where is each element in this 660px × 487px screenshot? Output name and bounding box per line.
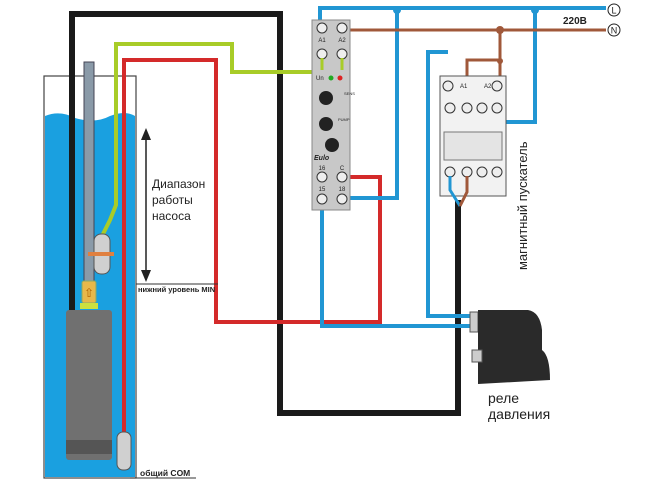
wire-pressure-to-a1 [426, 82, 470, 318]
contactor-label: магнитный пускатель [515, 141, 530, 270]
led-red [337, 75, 343, 81]
svg-text:Eulo: Eulo [314, 155, 330, 162]
delay-knob[interactable] [325, 138, 339, 152]
svg-text:A2: A2 [338, 38, 346, 44]
contactor-terminal-a2[interactable] [491, 80, 503, 92]
svg-text:16: 16 [319, 166, 326, 172]
terminal-sensor-1[interactable] [316, 48, 328, 60]
svg-text:C: C [340, 166, 345, 172]
terminal-a1[interactable] [316, 22, 328, 34]
com-float [116, 431, 132, 471]
contactor-bottom-terminals [444, 166, 503, 178]
terminal-c[interactable] [336, 171, 348, 183]
pump-power-cable [69, 11, 461, 416]
range-label: Диапазон [152, 177, 205, 191]
pump: ⇧ [66, 280, 112, 460]
pressure-switch-body [478, 310, 550, 384]
svg-text:работы: работы [152, 193, 193, 207]
wire-phase-to-18 [342, 8, 399, 200]
led-green [328, 75, 334, 81]
range-arrow [141, 128, 151, 282]
svg-text:18: 18 [339, 187, 346, 193]
neutral-terminal [607, 23, 621, 37]
arrow-down-icon [141, 270, 151, 282]
contactor-terminal-a1[interactable] [442, 80, 454, 92]
wire-red [122, 58, 382, 440]
min-level-label: нижний уровень MIN [138, 285, 215, 294]
svg-text:Un: Un [316, 76, 324, 82]
arrow-up-icon [141, 128, 151, 140]
svg-text:A1: A1 [318, 38, 326, 44]
pipe [83, 61, 95, 293]
svg-text:A2: A2 [484, 84, 492, 90]
level-relay: A1 A2 Un SENS PUMP Eulo 16 C 15 18 [311, 19, 355, 211]
terminal-a2[interactable] [336, 22, 348, 34]
svg-text:PUMP: PUMP [338, 117, 350, 122]
wire-green [99, 42, 322, 239]
pump-body [66, 310, 112, 460]
wire-15-to-pressure [320, 205, 470, 328]
terminal-sensor-2[interactable] [336, 48, 348, 60]
svg-text:A1: A1 [460, 84, 468, 90]
contactor-top-terminals [444, 102, 503, 114]
wire-phase-to-contactor [497, 8, 537, 124]
sens-knob[interactable] [319, 91, 333, 105]
contactor: A1 A2 магнитный пускатель [439, 75, 530, 270]
terminal-15[interactable] [316, 193, 328, 205]
pump-knob[interactable] [319, 117, 333, 131]
terminal-16[interactable] [316, 171, 328, 183]
svg-text:L: L [611, 6, 616, 16]
svg-text:насоса: насоса [152, 209, 191, 223]
svg-text:N: N [611, 26, 618, 36]
pressure-switch: реле давления [469, 310, 550, 422]
pump-intake [66, 440, 112, 454]
svg-text:SENS: SENS [344, 91, 355, 96]
svg-text:давления: давления [488, 406, 550, 422]
svg-text:реле: реле [488, 390, 519, 406]
terminal-18[interactable] [336, 193, 348, 205]
up-arrow-icon: ⇧ [84, 286, 94, 300]
upper-float [88, 233, 114, 275]
line-terminal [607, 3, 621, 17]
svg-text:15: 15 [319, 187, 326, 193]
voltage-label: 220В [563, 16, 587, 27]
com-label: общий COM [140, 468, 190, 478]
wire-contactor-a1 [426, 50, 448, 82]
pressure-switch-nut [471, 349, 483, 363]
